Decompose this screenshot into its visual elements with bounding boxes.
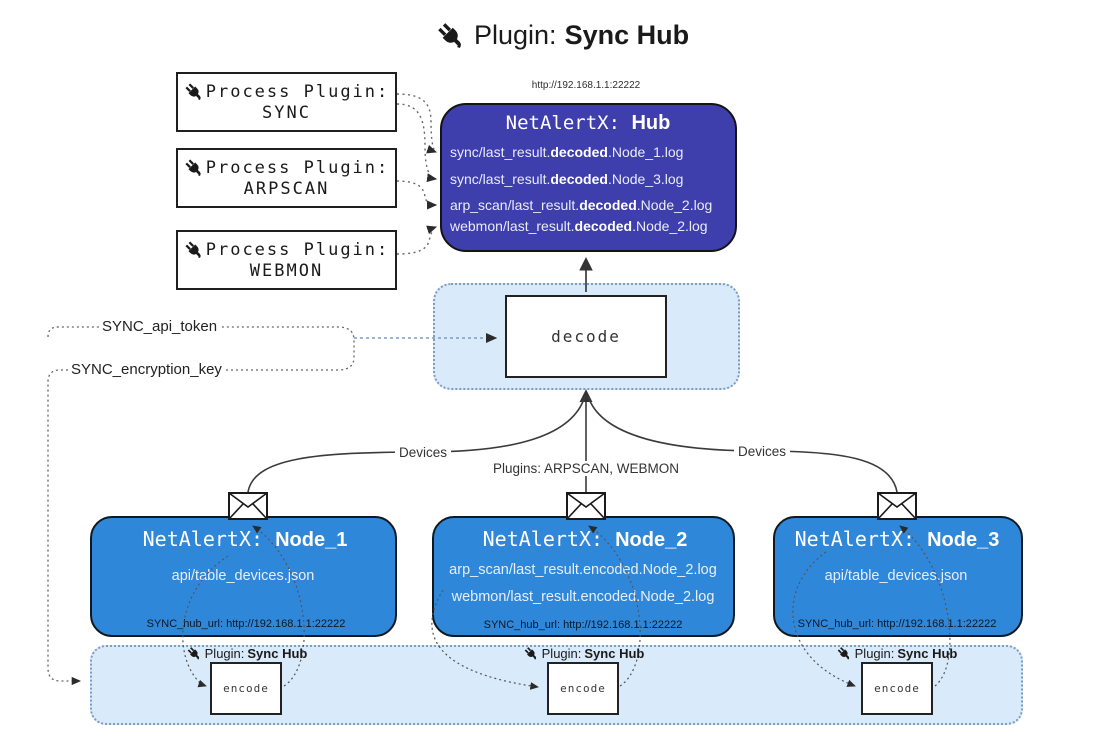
page-title-name: Sync Hub	[564, 20, 690, 50]
page-title: Plugin: Sync Hub	[436, 20, 689, 51]
process-plugin-name: ARPSCAN	[243, 178, 330, 199]
process-plugin-name: WEBMON	[249, 260, 324, 281]
envelope-icon	[566, 492, 606, 520]
hub-title-prefix: NetAlertX:	[505, 112, 621, 134]
decode-box: decode	[505, 295, 667, 378]
process-plugin-box-sync: Process Plugin: SYNC	[176, 72, 397, 132]
node3-title: NetAlertX: Node_3	[794, 527, 1000, 551]
plug-icon	[184, 239, 204, 260]
node2-file: webmon/last_result.encoded.Node_2.log	[451, 589, 715, 605]
hub-log-line: webmon/last_result.decoded.Node_2.log	[450, 218, 708, 234]
node2-title: NetAlertX: Node_2	[482, 527, 688, 551]
hub-title: NetAlertX: Hub	[506, 112, 671, 135]
node3-file: api/table_devices.json	[824, 568, 968, 584]
edge-node1-to-decode	[247, 395, 586, 493]
envelope-icon	[228, 492, 268, 520]
edge-webmon-to-hub	[396, 225, 438, 255]
plug-icon	[436, 21, 466, 51]
page-title-prefix: Plugin:	[474, 20, 557, 50]
plug-icon	[184, 157, 204, 178]
node1-title: NetAlertX: Node_1	[142, 527, 348, 551]
plug-icon	[523, 646, 539, 661]
envelope-icon	[877, 492, 917, 520]
process-plugin-label: Process Plugin:	[205, 157, 390, 178]
process-plugin-name: SYNC	[262, 102, 311, 123]
encoder2-box: encode	[547, 662, 619, 715]
encoder3-box: encode	[861, 662, 933, 715]
hub-log-line: sync/last_result.decoded.Node_3.log	[450, 171, 684, 187]
node1-file: api/table_devices.json	[171, 568, 315, 584]
plug-icon	[186, 646, 202, 661]
edge-label-devices-right: Devices	[733, 444, 791, 459]
hub-title-name: Hub	[631, 112, 671, 134]
node2-hub-url: SYNC_hub_url: http://192.168.1.1:22222	[483, 619, 683, 631]
edge-sync-to-hub-1	[396, 93, 438, 154]
edge-arpscan-to-hub	[396, 180, 438, 210]
edge-label-plugins: Plugins: ARPSCAN, WEBMON	[488, 461, 684, 476]
process-plugin-box-webmon: Process Plugin: WEBMON	[176, 230, 397, 290]
process-plugin-label: Process Plugin:	[205, 81, 390, 102]
setting-encryption-key-label: SYNC_encryption_key	[68, 361, 225, 378]
encoder2-label: Plugin:Sync Hub	[523, 646, 644, 661]
setting-api-token-label: SYNC_api_token	[99, 318, 221, 335]
process-plugin-box-arpscan: Process Plugin: ARPSCAN	[176, 148, 397, 208]
edge-sync-to-hub-2	[396, 103, 438, 183]
hub-log-line: arp_scan/last_result.decoded.Node_2.log	[450, 197, 713, 213]
encoder3-label: Plugin:Sync Hub	[836, 646, 957, 661]
encoder1-box: encode	[210, 662, 282, 715]
plug-icon	[184, 81, 204, 102]
node3-hub-url: SYNC_hub_url: http://192.168.1.1:22222	[797, 618, 997, 630]
hub-box	[440, 103, 737, 252]
encoder1-label: Plugin:Sync Hub	[186, 646, 307, 661]
hub-log-line: sync/last_result.decoded.Node_1.log	[450, 144, 684, 160]
edge-label-devices-left: Devices	[394, 445, 452, 460]
node2-file: arp_scan/last_result.encoded.Node_2.log	[449, 562, 717, 578]
plug-icon	[836, 646, 852, 661]
process-plugin-label: Process Plugin:	[205, 239, 390, 260]
node1-hub-url: SYNC_hub_url: http://192.168.1.1:22222	[146, 618, 346, 630]
hub-url-label: http://192.168.1.1:22222	[531, 80, 641, 91]
